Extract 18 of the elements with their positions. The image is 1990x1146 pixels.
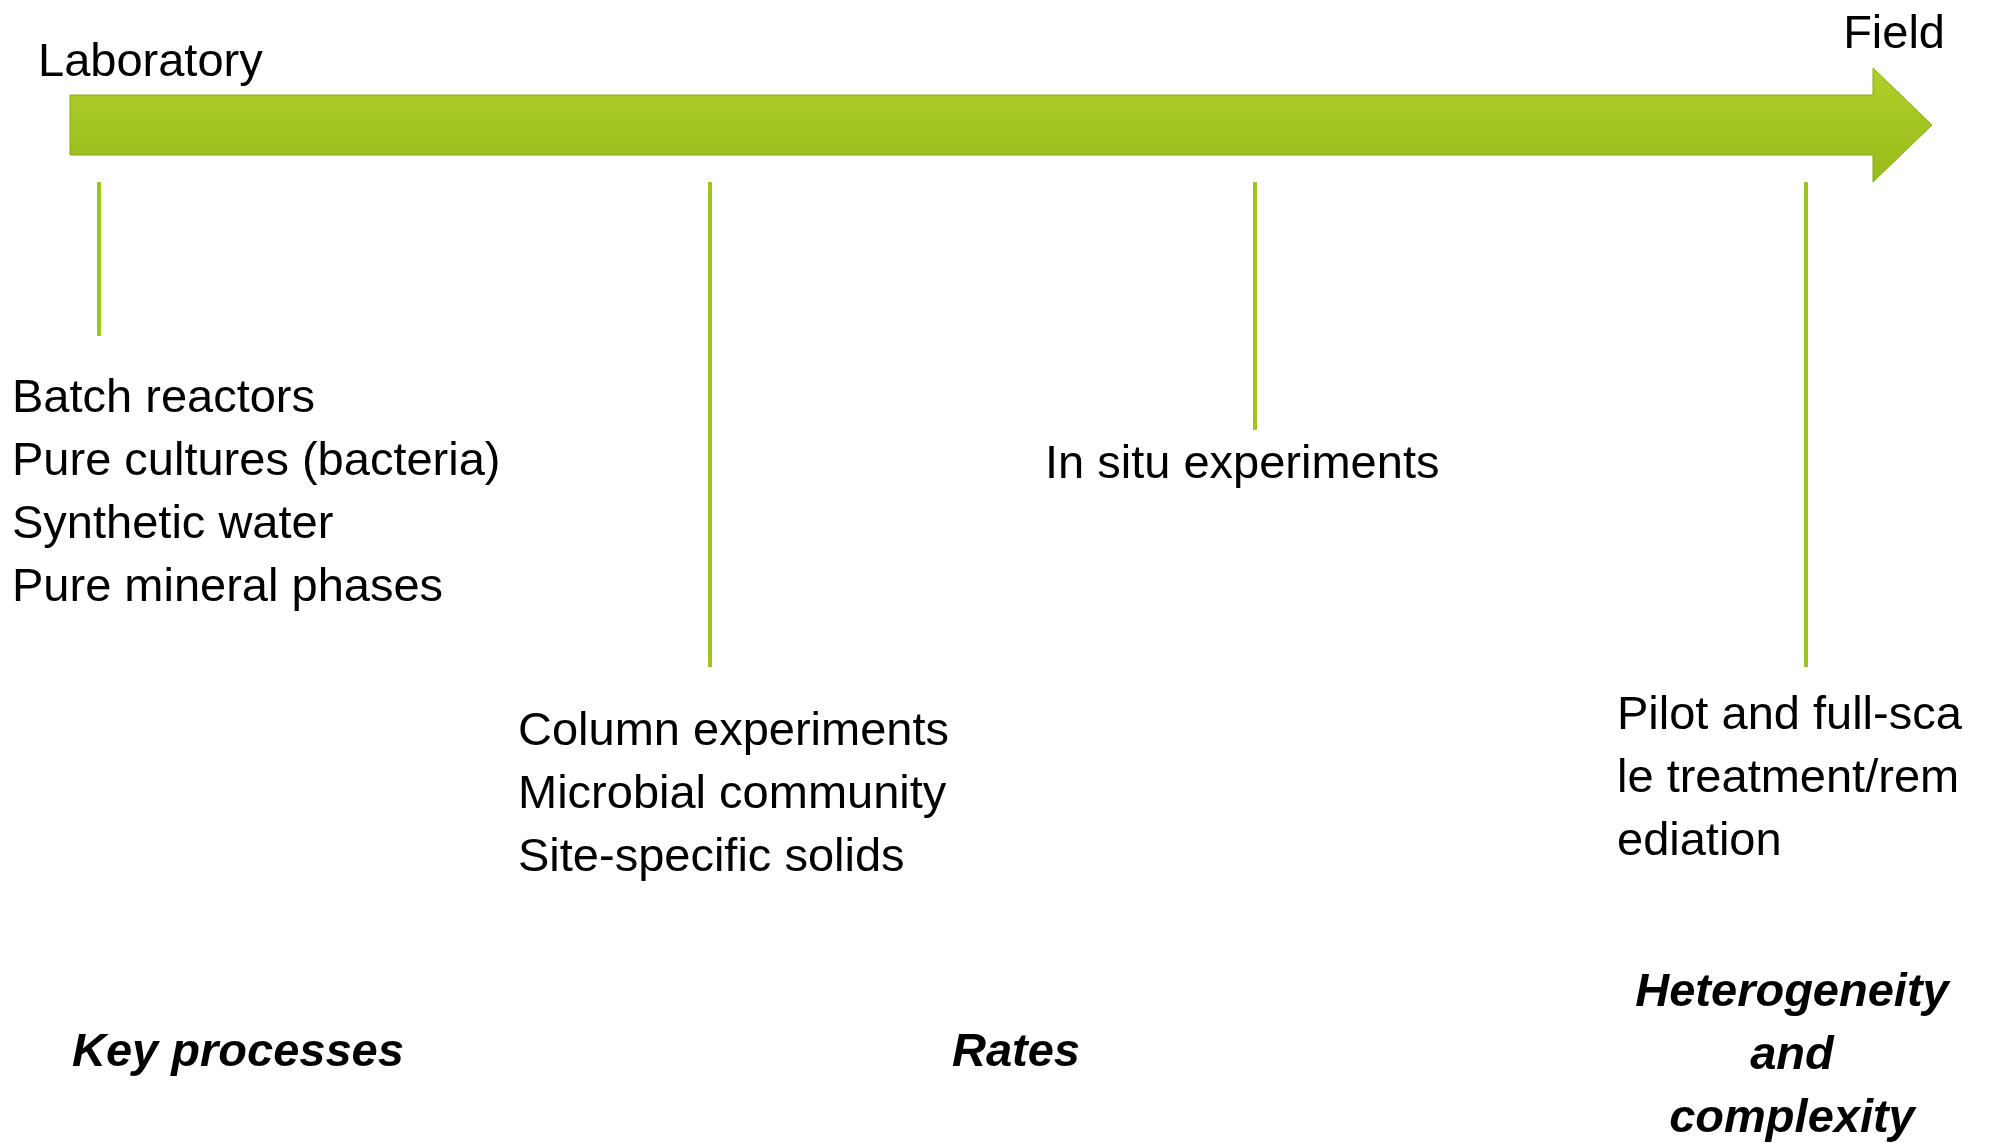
item-text: Site-specific solids [518,827,905,883]
leader-line [1804,182,1808,667]
axis-end-label: Laboratory [38,32,264,88]
category-label: Key processes [72,1022,405,1078]
axis-end-label: Field [1842,4,1945,60]
leader-line [1253,182,1257,430]
category-label: Rates [952,1022,1081,1078]
item-text: Pure mineral phases [12,557,444,613]
category-label: Heterogeneity and complexity [1634,962,1952,1144]
item-text: Pilot and full-scale treatment/remediation [1617,685,1963,867]
leader-line [708,182,712,667]
item-text: Microbial community [518,764,947,820]
item-text: Batch reactors [12,368,316,424]
leader-line [97,182,101,336]
item-text: Pure cultures (bacteria) [12,431,501,487]
item-text: Column experiments [518,701,949,757]
item-text: In situ experiments [1045,434,1440,490]
item-text: Synthetic water [12,494,334,550]
